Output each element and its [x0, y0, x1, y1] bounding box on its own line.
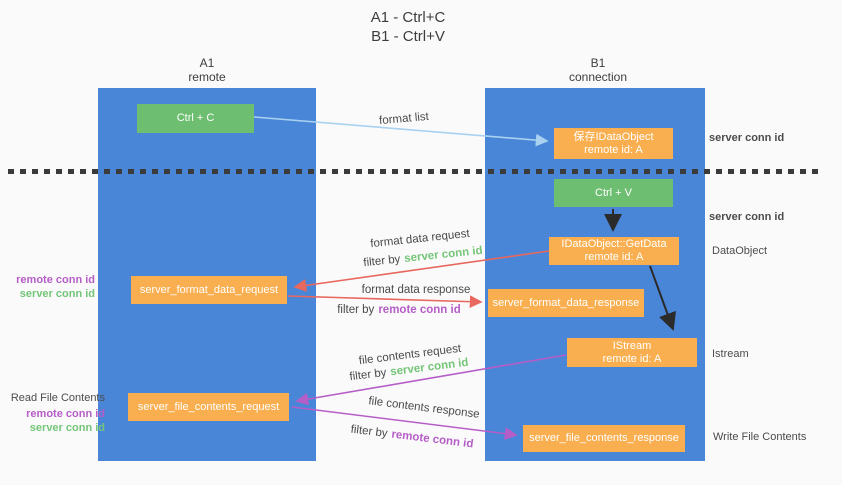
remote-conn-id-text: remote conn id — [378, 304, 461, 316]
node-istream: IStream remote id: A — [567, 338, 697, 367]
read-file-contents-label: Read File Contents — [10, 392, 105, 404]
node-server-file-contents-response-label: server_file_contents_response — [529, 432, 679, 444]
right-server-conn-id-mid: server conn id — [709, 211, 785, 223]
column-header-a1: A1 remote — [137, 56, 277, 84]
label-format-data-response: format data response — [361, 284, 471, 296]
server-conn-id-text: server conn id — [403, 244, 484, 265]
diagram-title: A1 - Ctrl+C B1 - Ctrl+V — [318, 8, 498, 46]
node-idataobject-getdata: IDataObject::GetData remote id: A — [549, 237, 679, 265]
node-server-file-contents-request: server_file_contents_request — [128, 393, 289, 421]
right-istream-label: Istream — [712, 348, 749, 360]
title-line-1: A1 - Ctrl+C — [370, 9, 446, 26]
left-conn-id-labels-2: remote conn id server conn id — [0, 407, 105, 435]
column-b1-subtitle: connection — [568, 70, 628, 84]
title-line-2: B1 - Ctrl+V — [371, 28, 445, 45]
filter-by-text: filter by — [348, 366, 388, 384]
column-header-b1: B1 connection — [528, 56, 668, 84]
node-save-idataobject-line2: remote id: A — [584, 143, 643, 156]
left-conn-id-labels-1: remote conn id server conn id — [0, 273, 95, 301]
format-data-response-arrow — [287, 295, 483, 309]
node-save-idataobject: 保存IDataObject remote id: A — [554, 128, 673, 159]
node-server-format-data-request: server_format_data_request — [131, 276, 287, 304]
column-a1-subtitle: remote — [188, 70, 226, 84]
node-ctrl-c-label: Ctrl + C — [176, 112, 215, 124]
node-save-idataobject-line1: 保存IDataObject — [573, 130, 654, 143]
right-dataobject-label: DataObject — [712, 245, 768, 257]
node-ctrl-v: Ctrl + V — [554, 179, 673, 207]
left-remote-conn-id-1: remote conn id — [16, 274, 95, 286]
filter-by-text: filter by — [337, 304, 375, 316]
node-server-file-contents-request-label: server_file_contents_request — [137, 400, 280, 413]
left-server-conn-id-1: server conn id — [19, 288, 95, 300]
label-file-contents-response: file contents response — [367, 395, 481, 421]
left-server-conn-id-2: server conn id — [29, 422, 105, 434]
node-istream-line1: IStream — [612, 339, 652, 352]
right-write-file-contents-label: Write File Contents — [713, 431, 807, 443]
node-idataobject-getdata-line2: remote id: A — [584, 251, 644, 263]
right-server-conn-id-top: server conn id — [709, 132, 785, 144]
left-remote-conn-id-2: remote conn id — [26, 408, 105, 420]
node-server-format-data-response-label: server_format_data_response — [492, 296, 640, 309]
label-format-list: format list — [378, 110, 430, 128]
node-istream-line2: remote id: A — [602, 352, 662, 365]
node-server-format-data-response: server_format_data_response — [488, 289, 644, 317]
node-ctrl-v-label: Ctrl + V — [595, 186, 632, 199]
node-ctrl-c: Ctrl + C — [137, 104, 254, 133]
filter-by-text: filter by — [362, 253, 401, 270]
node-server-file-contents-response: server_file_contents_response — [523, 425, 685, 452]
node-idataobject-getdata-line1: IDataObject::GetData — [561, 238, 667, 250]
filter-by-text: filter by — [349, 423, 389, 440]
node-server-format-data-request-label: server_format_data_request — [139, 283, 279, 296]
session-divider-dotted-line — [8, 169, 824, 174]
column-a1-id: A1 — [199, 56, 215, 70]
remote-conn-id-text: remote conn id — [390, 428, 475, 451]
column-b1-id: B1 — [590, 56, 606, 70]
